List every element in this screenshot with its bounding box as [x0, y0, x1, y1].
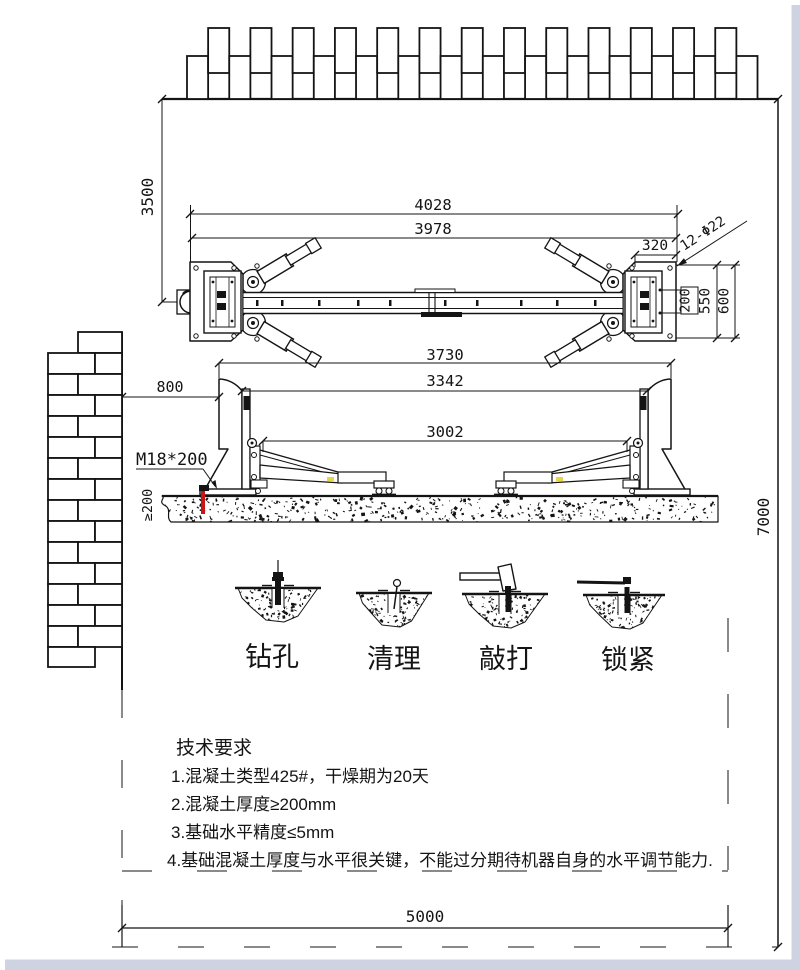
plan-left-post	[176, 236, 323, 369]
note-item-2: 2.混凝土厚度≥200mm	[171, 795, 336, 814]
dim-3002-label: 3002	[426, 423, 463, 441]
elevation-right-post	[494, 378, 691, 496]
dim-200-label: 200	[678, 288, 694, 312]
elevation-dimensions	[117, 358, 676, 489]
dim-800-label: 800	[156, 378, 183, 396]
step-icon-0	[235, 560, 321, 623]
step-icon-2	[459, 563, 548, 629]
step-icon-1	[356, 578, 432, 628]
note-item-4: 4.基础混凝土厚度与水平很关键，不能过分期待机器自身的水平调节能力.	[167, 851, 713, 870]
tech-notes: 技术要求 1.混凝土类型425#，干燥期为20天 2.混凝土厚度≥200mm 3…	[167, 737, 713, 870]
concrete-slab	[161, 494, 719, 523]
plan-crossbeam	[242, 288, 624, 317]
dim-600-label: 600	[717, 288, 733, 314]
anchor-bolt-label: M18*200	[136, 450, 208, 470]
dim-wall-to-lift	[157, 94, 180, 307]
anchor-bolt	[199, 485, 209, 514]
slab-thickness-label: ≥200	[140, 489, 156, 522]
step-label-tighten: 锁紧	[601, 645, 655, 675]
drawing-linework	[47, 27, 783, 952]
dim-5000-label: 5000	[406, 907, 445, 926]
page-edge-shadow	[5, 5, 800, 970]
dim-550-label: 550	[698, 288, 714, 314]
site-boundary	[112, 94, 783, 952]
dim-4028-label: 4028	[414, 196, 451, 214]
installation-step-labels: 钻孔 清理 敲打 锁紧	[245, 642, 655, 675]
dim-7000-label: 7000	[754, 498, 773, 537]
dim-3342-label: 3342	[426, 372, 463, 390]
top-wall-section	[162, 27, 778, 101]
notes-title: 技术要求	[176, 737, 252, 759]
step-icon-3	[576, 577, 665, 630]
left-wall-section	[47, 331, 123, 690]
dim-3978-label: 3978	[414, 220, 451, 238]
plan-dimensions	[185, 205, 748, 343]
dim-3500-label: 3500	[138, 178, 157, 217]
elevation-left-post	[199, 378, 396, 496]
dim-3730-label: 3730	[426, 346, 463, 364]
elevation-view	[117, 358, 719, 523]
installation-steps	[235, 560, 665, 630]
plan-right-post	[543, 236, 677, 369]
note-item-1: 1.混凝土类型425#，干燥期为20天	[171, 767, 429, 786]
plan-view	[176, 205, 748, 369]
step-label-drill: 钻孔	[245, 642, 299, 672]
step-label-hammer: 敲打	[479, 644, 533, 674]
anchor-holes-note: 12-Φ22	[677, 213, 728, 254]
step-label-clean: 清理	[367, 644, 421, 674]
note-item-3: 3.基础水平精度≤5mm	[171, 823, 334, 842]
dim-320-label: 320	[642, 238, 668, 254]
